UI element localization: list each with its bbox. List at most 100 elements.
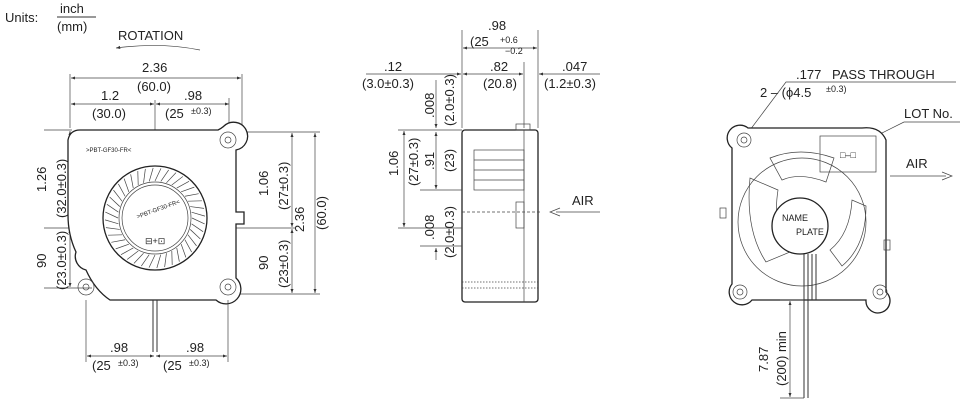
side-top-tol-minus: −0.2 [505, 46, 523, 56]
side-housing [461, 129, 539, 303]
front-h-upper-mm: (32.0±0.3) [54, 159, 69, 218]
impeller-blade [164, 253, 167, 268]
back-hole-bottom-right [872, 284, 888, 300]
name-plate [771, 197, 829, 255]
side-mid-inch: .82 [490, 59, 508, 74]
side-tab [515, 123, 531, 131]
impeller-blade [166, 172, 177, 184]
front-r-total-mm: (60.0) [314, 196, 329, 230]
front-right-mm: (25 [165, 106, 184, 121]
side-v3-inch: .91 [422, 152, 437, 170]
front-b-left-inch: .98 [110, 340, 128, 355]
side-view: .98 (25 +0.6 −0.2 .12 (3.0±0.3) .82 (20.… [362, 18, 600, 303]
side-left-mm: (3.0±0.3) [362, 76, 414, 91]
back-scroll [737, 157, 867, 287]
front-right-tol: ±0.3) [191, 106, 211, 116]
back-pass-leader [743, 81, 956, 139]
impeller-blade [154, 168, 162, 182]
impeller-ring [118, 181, 192, 255]
impeller-blade [187, 234, 197, 247]
side-right-mm: (1.2±0.3) [544, 76, 596, 91]
side-v1-inch: .008 [422, 93, 437, 118]
side-v1-mm: (2.0±0.3) [442, 74, 457, 126]
front-view: ROTATION 2.36 (60.0) 1.2 (30.0) .98 (25 … [34, 28, 329, 373]
back-spoke-2 [769, 151, 835, 183]
impeller-blade [189, 229, 201, 240]
impeller-blades [104, 167, 206, 269]
impeller-blade [105, 227, 120, 230]
back-hole-top-left [736, 132, 752, 148]
front-b-left-mm: (25 [92, 358, 111, 373]
front-r-h2-inch: 90 [256, 256, 271, 270]
impeller-blade [133, 252, 144, 264]
back-pass-spec: 2 – (ϕ4.5 [760, 85, 811, 100]
impeller-blade [104, 219, 119, 225]
impeller-blade [160, 169, 169, 182]
impeller-blade [106, 204, 119, 213]
side-air-arrow [549, 207, 561, 217]
back-hole-bottom-left [732, 284, 748, 300]
back-pass-tol: ±0.3) [826, 84, 846, 94]
units-label: Units: [5, 10, 38, 25]
side-mid-mm: (20.8) [483, 76, 517, 91]
impeller-blade [115, 243, 129, 250]
impeller-hub [121, 184, 189, 252]
impeller-blade [184, 193, 199, 197]
impeller-blade [184, 239, 192, 253]
rotation-arrow [115, 45, 201, 51]
impeller-outer [102, 165, 208, 271]
front-h-lower-mm: (23.0±0.3) [54, 231, 69, 290]
impeller-blade [190, 206, 205, 209]
side-v4-inch: .008 [422, 215, 437, 240]
side-v3-mm: (23) [442, 149, 457, 172]
hub-symbol: ⊟+⊡ [145, 236, 165, 246]
front-width-inch: 2.36 [142, 60, 167, 75]
impeller-blade [148, 254, 156, 268]
back-lead-inch: 7.87 [756, 347, 771, 372]
back-spoke-1 [748, 177, 791, 263]
back-pass-label: PASS THROUGH [832, 67, 935, 82]
back-pass-inch: .177 [796, 67, 821, 82]
impeller-blade [118, 183, 126, 197]
mount-hole-bottom-right [219, 278, 237, 296]
front-r-total-inch: 2.36 [292, 207, 307, 232]
back-lot-label: LOT No. [904, 106, 953, 121]
front-h-lower-inch: 90 [34, 254, 49, 268]
front-width-mm: (60.0) [137, 79, 171, 94]
side-right-inch: .047 [562, 59, 587, 74]
side-top-mm: (25 [470, 34, 489, 49]
name-plate-line2: PLATE [796, 227, 824, 237]
impeller-blade [141, 254, 150, 267]
side-left-inch: .12 [384, 59, 402, 74]
impeller-blade [130, 174, 134, 189]
back-lead-mm: (200) min [774, 331, 789, 386]
impeller-blade [143, 168, 146, 183]
front-right-inch: .98 [184, 88, 202, 103]
rotation-label: ROTATION [118, 28, 183, 43]
lot-symbol: □–□ [840, 150, 856, 160]
side-air-label: AIR [572, 193, 594, 208]
front-left-mm: (30.0) [92, 106, 126, 121]
side-top-inch: .98 [488, 18, 506, 33]
back-view: .177 PASS THROUGH 2 – (ϕ4.5 ±0.3) LOT No… [719, 67, 960, 399]
side-clip [515, 201, 525, 229]
front-b-right-tol: ±0.3) [189, 358, 209, 368]
front-left-inch: 1.2 [101, 88, 119, 103]
front-h-upper-inch: 1.26 [34, 167, 49, 192]
impeller-blade [111, 239, 126, 243]
impeller-blade [113, 189, 123, 202]
side-v4-mm: (2.0±0.3) [442, 206, 457, 258]
back-air-label: AIR [906, 156, 928, 171]
impeller-blade [109, 196, 121, 207]
impeller-blade [156, 254, 162, 269]
front-r-h1-mm: (27±0.3) [276, 162, 291, 210]
impeller-blade [191, 217, 205, 225]
front-b-left-tol: ±0.3) [118, 358, 138, 368]
impeller-blade [191, 223, 204, 232]
impeller-blade [120, 247, 134, 255]
impeller-blade [180, 244, 187, 258]
side-v2-inch: 1.06 [386, 151, 401, 176]
impeller-blade [181, 186, 195, 193]
units-mm: (mm) [57, 19, 87, 34]
